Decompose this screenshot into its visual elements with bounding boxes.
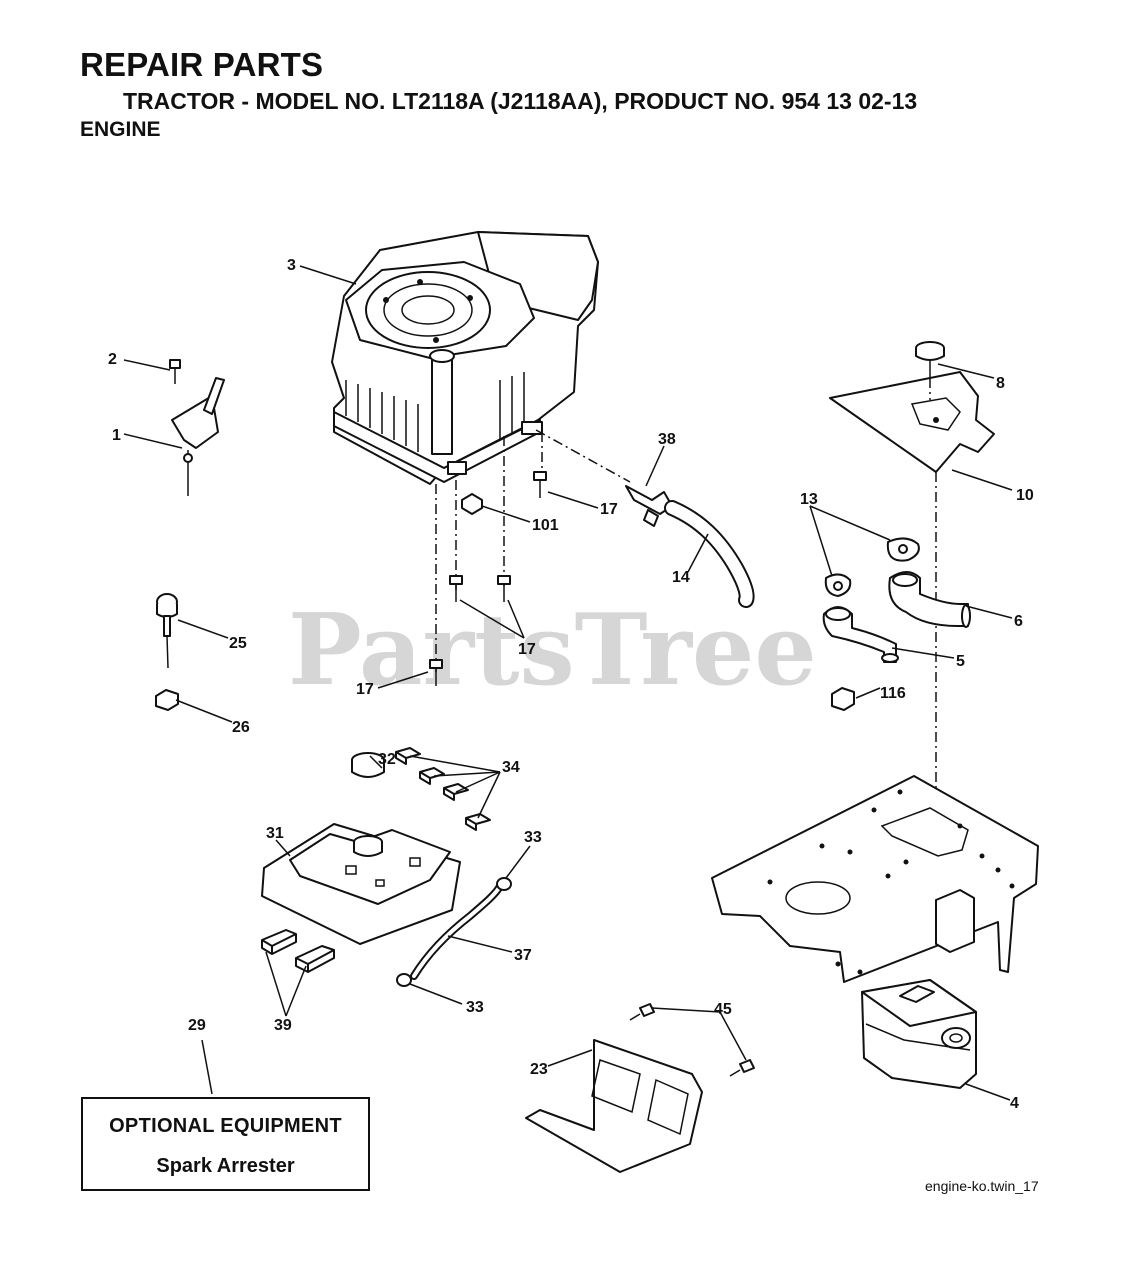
callout-25: 25 — [229, 635, 247, 652]
callout-45: 45 — [714, 1001, 732, 1018]
nut-26[interactable] — [155, 689, 179, 711]
fuel-line-37[interactable] — [410, 882, 504, 980]
figure-reference: engine-ko.twin_17 — [925, 1178, 1039, 1194]
engine-assembly[interactable] — [331, 231, 599, 485]
fuel-cap-32[interactable] — [351, 752, 385, 778]
callout-101: 101 — [532, 517, 559, 534]
callout-37: 37 — [514, 947, 532, 964]
callout-116: 116 — [880, 685, 906, 702]
callout-17-lower: 17 — [356, 681, 374, 698]
fuel-connector-38[interactable] — [625, 485, 673, 527]
engine-mounting-plate — [711, 775, 1039, 983]
callout-17-top: 17 — [600, 501, 618, 518]
callout-26: 26 — [232, 719, 250, 736]
page-title: REPAIR PARTS — [80, 46, 324, 83]
nut-101[interactable] — [461, 493, 483, 515]
callout-39: 39 — [274, 1017, 292, 1034]
knob-8[interactable] — [915, 341, 945, 378]
callout-33-top: 33 — [524, 829, 542, 846]
callout-29: 29 — [188, 1017, 206, 1034]
choke-knob-25[interactable] — [156, 593, 178, 669]
callout-3: 3 — [287, 257, 296, 274]
optional-equipment-item: Spark Arrester — [156, 1155, 295, 1177]
pad-34[interactable] — [395, 747, 491, 831]
callout-32: 32 — [378, 751, 396, 768]
callout-1: 1 — [112, 427, 121, 444]
callout-31: 31 — [266, 825, 284, 842]
callout-5: 5 — [956, 653, 965, 670]
callout-38: 38 — [658, 431, 676, 448]
gasket-13[interactable] — [824, 537, 920, 597]
callout-10: 10 — [1016, 487, 1034, 504]
callout-4: 4 — [1010, 1095, 1019, 1112]
pad-39[interactable] — [261, 929, 335, 973]
exhaust-pipe-6[interactable] — [888, 571, 971, 628]
callout-17-pair: 17 — [518, 641, 536, 658]
fuel-tank-31[interactable] — [261, 823, 461, 945]
clamp-33[interactable] — [396, 877, 512, 987]
callout-34: 34 — [502, 759, 520, 776]
callout-8: 8 — [996, 375, 1005, 392]
bolt-45[interactable] — [629, 1003, 755, 1077]
muffler-4[interactable] — [861, 979, 977, 1089]
callout-33-bottom: 33 — [466, 999, 484, 1016]
heat-guard-23[interactable] — [525, 1039, 703, 1173]
callout-6: 6 — [1014, 613, 1023, 630]
throttle-control-1[interactable] — [171, 377, 225, 496]
model-subtitle: TRACTOR - MODEL NO. LT2118A (J2118AA), P… — [123, 88, 918, 114]
exhaust-pipe-5[interactable] — [822, 606, 899, 663]
optional-equipment-title: OPTIONAL EQUIPMENT — [109, 1115, 342, 1137]
callout-23: 23 — [530, 1061, 548, 1078]
leader-lines — [123, 265, 1013, 1101]
callout-13: 13 — [800, 491, 818, 508]
section-label: ENGINE — [80, 118, 161, 141]
bolt-17-top[interactable] — [533, 471, 547, 498]
heat-shield-10[interactable] — [829, 371, 995, 473]
screw-2[interactable] — [169, 359, 181, 384]
callout-2: 2 — [108, 351, 117, 368]
watermark: PartsTree — [288, 593, 817, 708]
bolt-17-lower[interactable] — [429, 659, 443, 686]
bolt-17-pair[interactable] — [449, 575, 511, 602]
nut-116[interactable] — [831, 687, 855, 711]
optional-equipment-box[interactable]: OPTIONAL EQUIPMENT Spark Arrester — [81, 1097, 370, 1191]
callout-14: 14 — [672, 569, 690, 586]
fuel-hose-14[interactable] — [664, 500, 755, 608]
